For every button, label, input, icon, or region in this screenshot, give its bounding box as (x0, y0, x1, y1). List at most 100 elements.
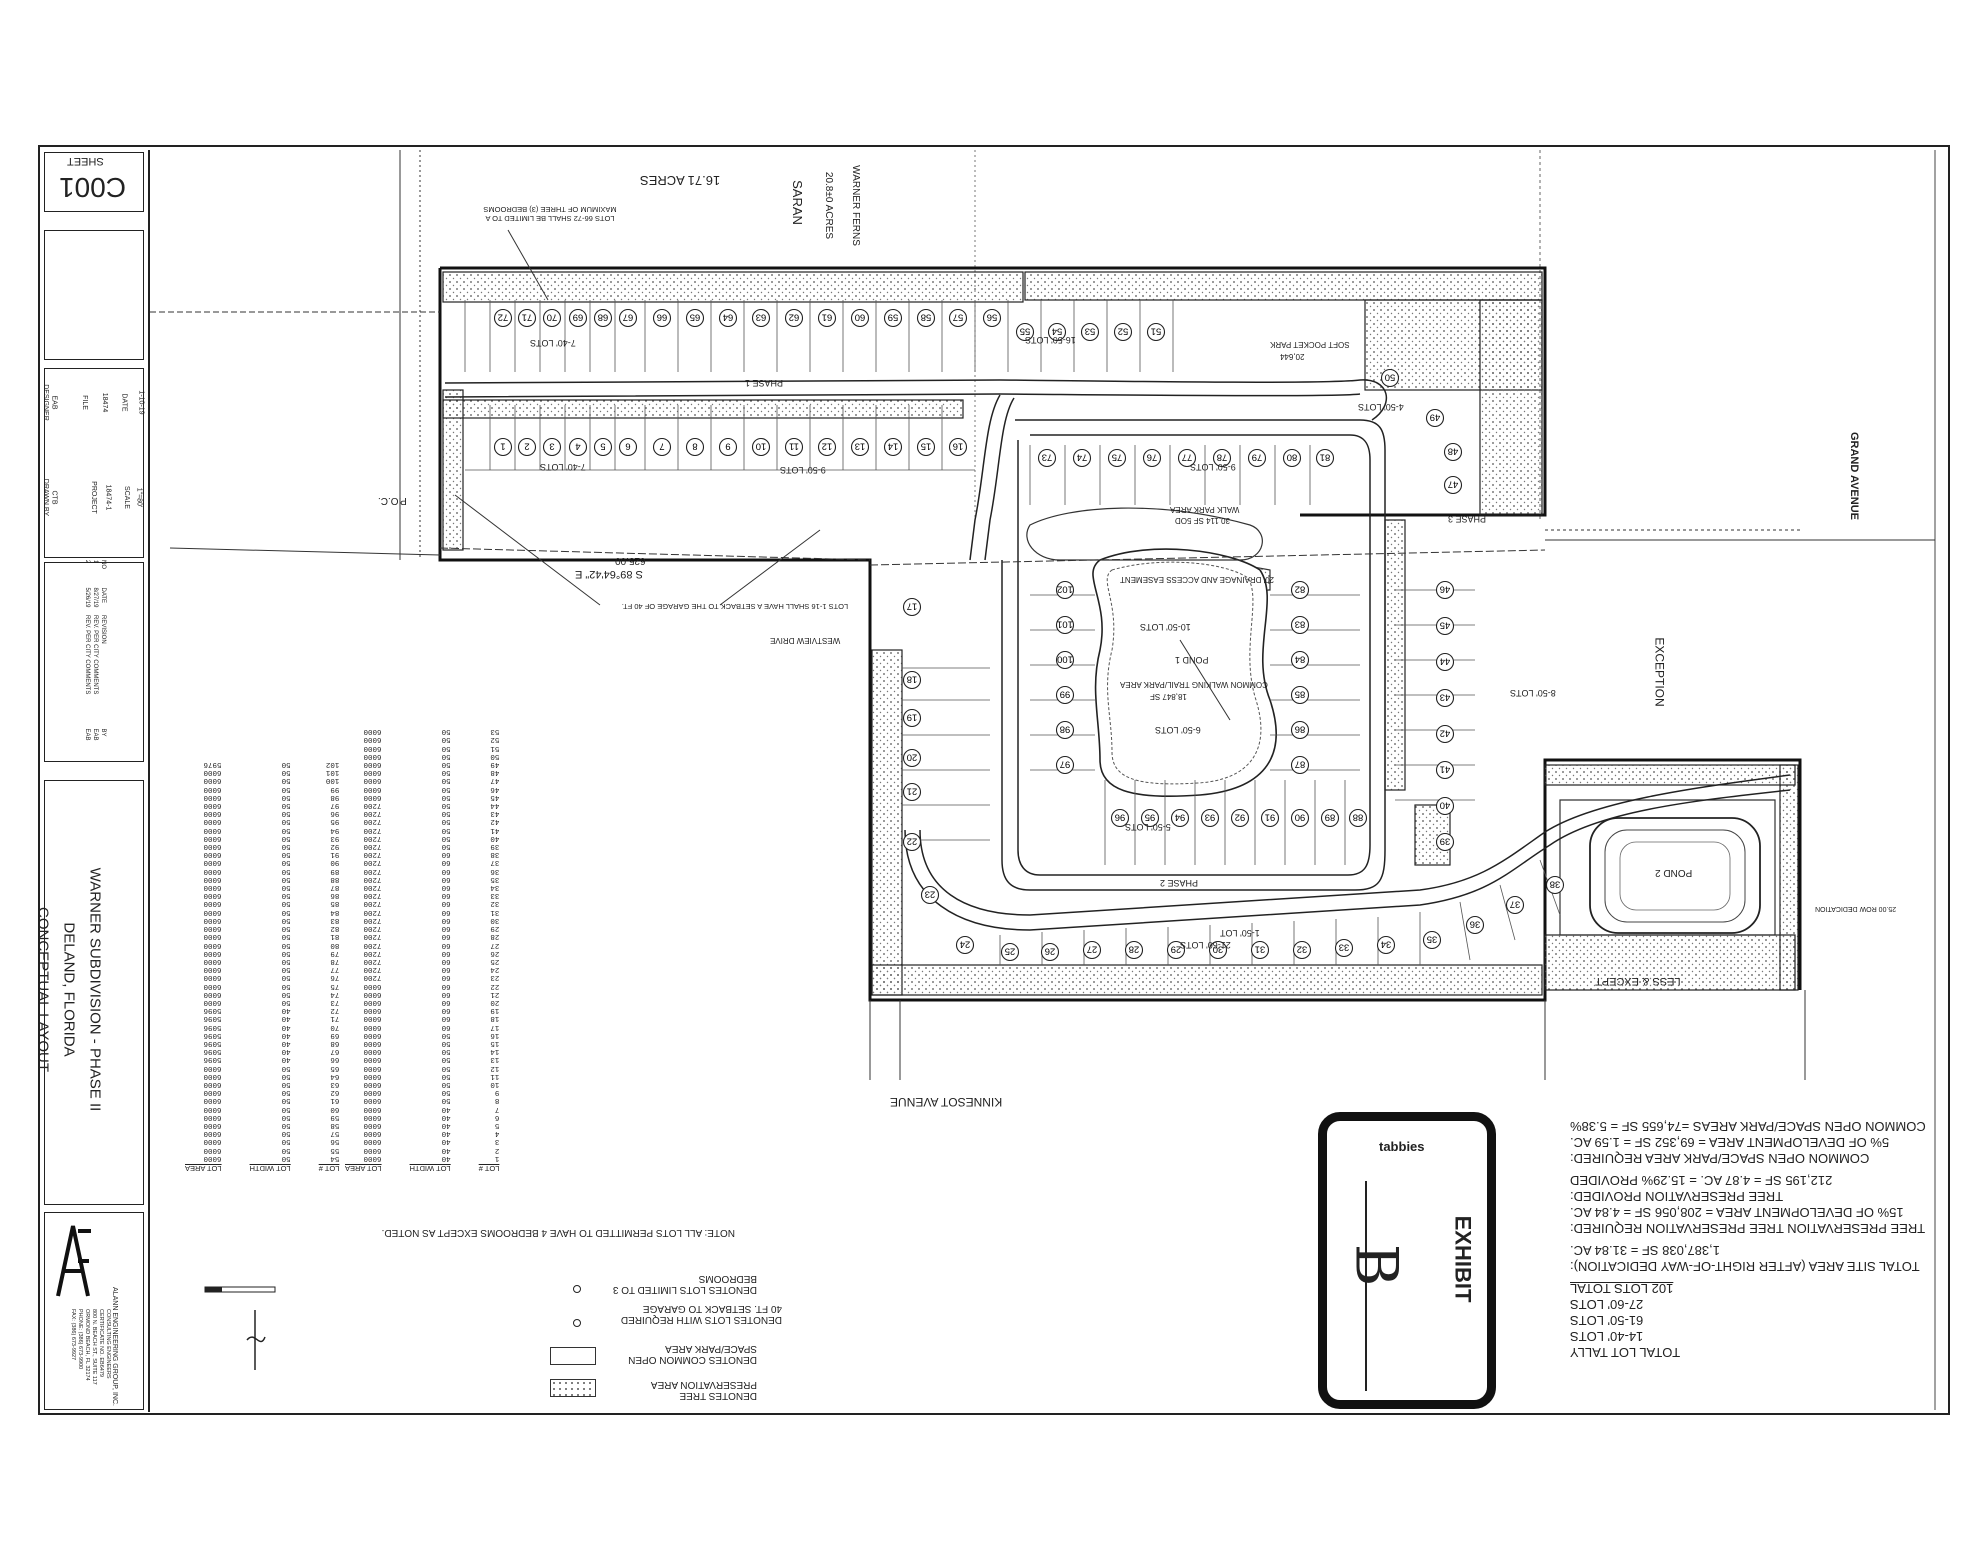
lot-table-cell: 50 (281, 768, 291, 777)
lot-table-cell: 75 (330, 981, 340, 990)
sheet-border (38, 145, 1950, 1415)
lot-table-cell: 23 (490, 973, 500, 982)
lot-number: 5 (600, 441, 605, 452)
project-title-box: WARNER SUBDIVISION - PHASE II DELAND, FL… (35, 780, 144, 1205)
title-block (42, 150, 150, 1412)
lot-circle (1250, 940, 1270, 960)
lot-table-cell: 41 (490, 825, 500, 834)
lot-group-label: 7-40' LOTS (530, 338, 576, 348)
lot-number: 91 (1265, 812, 1276, 823)
lot-circle (1435, 616, 1455, 636)
lot-table-cell: 6000 (363, 1120, 382, 1129)
lot-table-cell: 5096 (203, 1055, 222, 1064)
drawn-by-value: CTB (50, 490, 58, 505)
lot-table-cell: 6000 (203, 784, 222, 793)
lot-table-cell: 6000 (203, 883, 222, 892)
lot-table-cell: 6000 (203, 792, 222, 801)
lot-table-cell: 60 (441, 940, 451, 949)
lot-table-header: LOT # (318, 1164, 340, 1173)
drainage-easement-label: 20' DRAINAGE AND ACCESS EASEMENT (1120, 575, 1275, 584)
lot-group-label: 1-50' LOT (1220, 928, 1260, 938)
lot-table-cell: 60 (441, 997, 451, 1006)
lot-table-cell: 40 (281, 1038, 291, 1047)
lot-table-cell: 7200 (363, 866, 382, 875)
lot-table-cell: 7200 (363, 915, 382, 924)
exhibit-letter: B (1342, 1243, 1411, 1287)
lot-circle (1247, 448, 1267, 468)
lot-table-cell: 7200 (363, 874, 382, 883)
lot-table-cell: 87 (330, 883, 340, 892)
firm-line: 800 N. BEACH ST., SUITE 117 (91, 1309, 97, 1385)
lot-table-cell: 64 (330, 1071, 340, 1080)
lot-circle (542, 437, 562, 457)
road-phase3 (904, 774, 1791, 931)
legend-bedroom-symbol (573, 1285, 581, 1293)
lot-number: 22 (907, 836, 918, 847)
lot-table-cell: 6000 (203, 833, 222, 842)
legend-setback-symbol (573, 1319, 581, 1327)
lot-table-cell: 50 (281, 850, 291, 859)
lot-table-cell: 7200 (363, 825, 382, 834)
lot-table-cell: 31 (490, 907, 500, 916)
lot-table-header: LOT AREA (185, 1164, 222, 1173)
lot-number: 33 (1339, 942, 1350, 953)
lot-group-label: 10-50' LOTS (1140, 622, 1191, 632)
lot-table-cell: 50 (281, 1129, 291, 1138)
lot-table-cell: 50 (281, 817, 291, 826)
lot-circle (1505, 895, 1525, 915)
lot-number: 98 (1060, 724, 1071, 735)
lot-table-cell: 50 (441, 1071, 451, 1080)
lot-table-cell: 50 (281, 989, 291, 998)
lot-circle (1212, 448, 1232, 468)
lot-number: 24 (960, 939, 971, 950)
lot-circle (1348, 808, 1368, 828)
lot-table-cell: 53 (490, 727, 500, 736)
lot-table-cell: 6000 (203, 817, 222, 826)
lot-table-cell: 46 (490, 784, 500, 793)
lot-circle (1260, 808, 1280, 828)
lot-table-cell: 60 (441, 891, 451, 900)
lot-table-cell: 50 (441, 1038, 451, 1047)
lot-number: 8 (692, 441, 697, 452)
legend-setback-text: DENOTES LOTS WITH REQUIRED 40 FT. SETBAC… (620, 1303, 782, 1325)
lot-table-cell: 6 (494, 1112, 500, 1121)
lot-circle (568, 437, 588, 457)
lot-number: 89 (1325, 812, 1336, 823)
lot-circle (542, 308, 562, 328)
lot-table-cell: 7200 (363, 801, 382, 810)
lot-table-cell: 3 (494, 1137, 500, 1146)
lot-table-cell: 50 (441, 751, 451, 760)
lot-number: 101 (1057, 619, 1073, 630)
lot-table-cell: 18 (490, 1014, 500, 1023)
lot-table-cell: 50 (281, 1079, 291, 1088)
lot-circle (1208, 940, 1228, 960)
lot-table-cell: 6000 (203, 1096, 222, 1105)
lot-circle (1290, 580, 1310, 600)
lot-table-cell: 6000 (203, 801, 222, 810)
lot-table-cell: 71 (330, 1014, 340, 1023)
lot-circle (1055, 580, 1075, 600)
less-except-label: LESS & EXCEPT (1595, 975, 1681, 987)
parcel-outline (438, 266, 1802, 1002)
lot-circle (1140, 808, 1160, 828)
lot-table-cell: 6000 (203, 915, 222, 924)
firm-logo (56, 1225, 91, 1297)
lot-number: 36 (1470, 919, 1481, 930)
lot-number: 58 (921, 312, 932, 323)
legend: DENOTES TREE PRESERVATION AREA DENOTES C… (382, 1205, 805, 1405)
lot-number: 46 (1440, 584, 1451, 595)
lot-table-cell: 72 (330, 1006, 340, 1015)
lot-circle (517, 308, 537, 328)
firm-name: ALANN ENGINEERING GROUP, INC. (110, 1287, 118, 1406)
boundary-lines (150, 150, 1935, 1080)
warner-label: WARNER FERNS (849, 165, 861, 246)
lot-circle (1435, 688, 1455, 708)
lot-table-cell: 7200 (363, 907, 382, 916)
sheet-number: C001 (59, 172, 126, 203)
lot-number: 51 (1151, 326, 1162, 337)
lot-table-cell: 81 (330, 932, 340, 941)
